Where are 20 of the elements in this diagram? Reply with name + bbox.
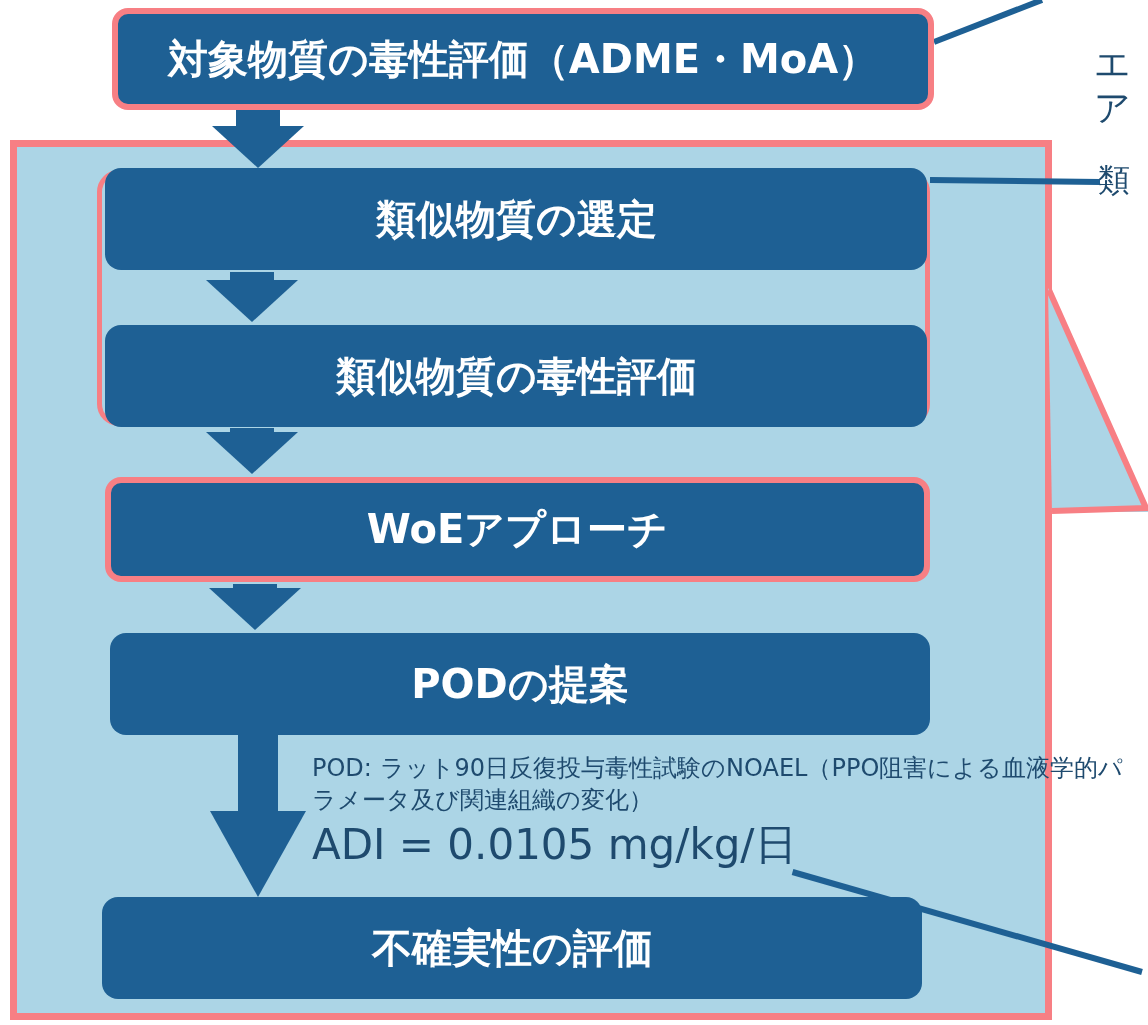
callout-text: 類 <box>1098 160 1130 201</box>
process-box: 類似物質の選定 <box>105 168 927 270</box>
arrow <box>206 272 298 322</box>
leader-line <box>929 177 1101 185</box>
arrow <box>206 428 298 474</box>
group-outline <box>97 170 930 426</box>
process-box: WoEアプローチ <box>105 477 930 582</box>
cut-text: エ <box>1094 42 1131 86</box>
leader-line <box>932 0 1044 45</box>
process-box: 不確実性の評価 <box>102 897 922 999</box>
process-box: PODの提案 <box>110 633 930 735</box>
leader-line <box>791 869 1143 975</box>
process-box: 対象物質の毒性評価（ADME・MoA） <box>112 8 934 110</box>
cut-text: ア <box>1094 86 1131 130</box>
arrow <box>210 735 306 897</box>
arrow <box>209 584 301 630</box>
panel-background <box>10 140 1052 1020</box>
arrow <box>212 110 304 168</box>
process-box: 類似物質の毒性評価 <box>105 325 927 427</box>
formula-text: ADI = 0.0105 mg/kg/日 <box>312 819 797 871</box>
